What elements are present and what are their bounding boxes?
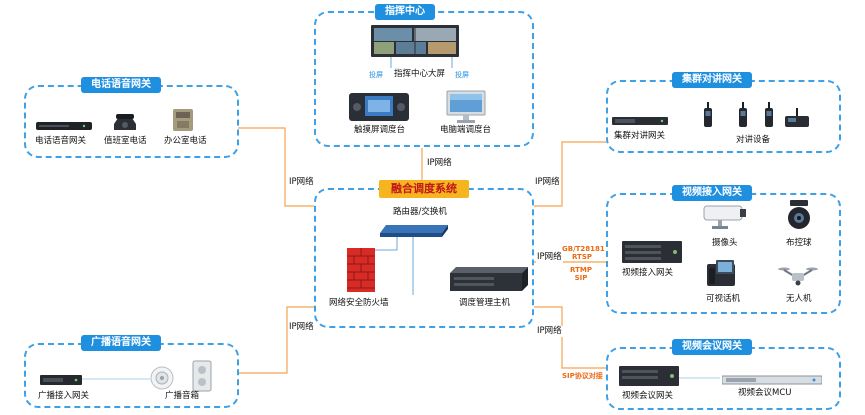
ip-network-right-upper: IP网络 bbox=[534, 177, 561, 188]
video-access-gateway-device bbox=[621, 239, 683, 265]
pc-console-device bbox=[446, 90, 486, 124]
radio-handheld-2-icon bbox=[738, 102, 748, 128]
drone-icon bbox=[778, 265, 818, 287]
command-center-title: 指挥中心 bbox=[375, 4, 435, 20]
video-conf-gateway-device bbox=[618, 364, 680, 388]
radio-handheld-3-icon bbox=[764, 102, 774, 128]
videophone-icon bbox=[706, 260, 736, 288]
dispatch-server-label: 调度管理主机 bbox=[459, 298, 511, 308]
office-phone-icon bbox=[172, 108, 194, 132]
duty-phone-label: 值班室电话 bbox=[104, 136, 147, 146]
ip-network-top: IP网络 bbox=[426, 158, 453, 169]
videophone-label: 可视话机 bbox=[706, 294, 741, 304]
drone-label: 无人机 bbox=[786, 294, 812, 304]
phone-gateway-label: 电话语音网关 bbox=[35, 136, 87, 146]
command-big-screen bbox=[371, 25, 459, 57]
router-label: 路由器/交换机 bbox=[393, 207, 447, 217]
router-switch-device bbox=[378, 223, 450, 237]
broadcast-gateway-title: 广播语音网关 bbox=[81, 335, 161, 351]
protocol-video-lower: RTMP SIP bbox=[570, 266, 592, 282]
video-access-gateway-label: 视频接入网关 bbox=[622, 268, 674, 278]
ip-network-left-lower: IP网络 bbox=[288, 322, 315, 333]
link-router-firewall bbox=[370, 233, 398, 251]
link-trunk bbox=[534, 141, 606, 207]
command-big-screen-label: 指挥中心大屏 bbox=[394, 69, 446, 79]
firewall-label: 网络安全防火墙 bbox=[329, 298, 389, 308]
ip-network-left-upper: IP网络 bbox=[288, 177, 315, 188]
video-access-title: 视频接入网关 bbox=[672, 185, 752, 201]
vehicle-radio-icon bbox=[784, 108, 810, 128]
trunk-gateway-label: 集群对讲网关 bbox=[614, 131, 666, 141]
cast-right-label: 投屏 bbox=[455, 71, 469, 79]
dispatch-server-device bbox=[450, 265, 528, 293]
cast-left-label: 投屏 bbox=[369, 71, 383, 79]
mcu-device bbox=[721, 371, 823, 385]
link-video-conf bbox=[534, 306, 606, 369]
ptz-camera-label: 布控球 bbox=[786, 238, 812, 248]
broadcast-gateway-label: 广播接入网关 bbox=[38, 391, 90, 401]
trunk-devices-label: 对讲设备 bbox=[736, 135, 771, 145]
trunk-gateway-title: 集群对讲网关 bbox=[672, 72, 752, 88]
radio-handheld-1-icon bbox=[703, 102, 713, 128]
broadcast-speaker-label: 广播音箱 bbox=[165, 391, 200, 401]
ip-network-right-lower: IP网络 bbox=[536, 326, 563, 337]
phone-gateway-device bbox=[36, 117, 92, 130]
protocol-video-upper: GB/T28181 RTSP bbox=[562, 245, 605, 261]
firewall-device bbox=[346, 246, 376, 294]
touch-console-device bbox=[349, 91, 409, 123]
speaker-icon bbox=[150, 366, 174, 390]
video-conf-title: 视频会议网关 bbox=[672, 339, 752, 355]
column-speaker-icon bbox=[192, 360, 212, 392]
core-system-title: 融合调度系统 bbox=[379, 180, 469, 198]
touch-console-label: 触摸屏调度台 bbox=[354, 125, 406, 135]
mcu-label: 视频会议MCU bbox=[738, 388, 792, 398]
link-broadcast bbox=[239, 306, 314, 374]
ip-network-right-mid: IP网络 bbox=[536, 252, 563, 263]
broadcast-gateway-device bbox=[40, 372, 82, 386]
pc-console-label: 电脑端调度台 bbox=[440, 125, 492, 135]
phone-gateway-title: 电话语音网关 bbox=[81, 77, 161, 93]
camera-icon bbox=[702, 202, 748, 230]
camera-label: 摄像头 bbox=[712, 238, 738, 248]
ptz-camera-icon bbox=[786, 199, 812, 233]
duty-phone-icon bbox=[112, 112, 138, 132]
office-phone-label: 办公室电话 bbox=[164, 136, 207, 146]
video-conf-gateway-label: 视频会议网关 bbox=[622, 391, 674, 401]
link-phone bbox=[238, 127, 314, 207]
protocol-conference: SIP协议对接 bbox=[561, 372, 604, 380]
trunk-gateway-device bbox=[612, 112, 668, 125]
